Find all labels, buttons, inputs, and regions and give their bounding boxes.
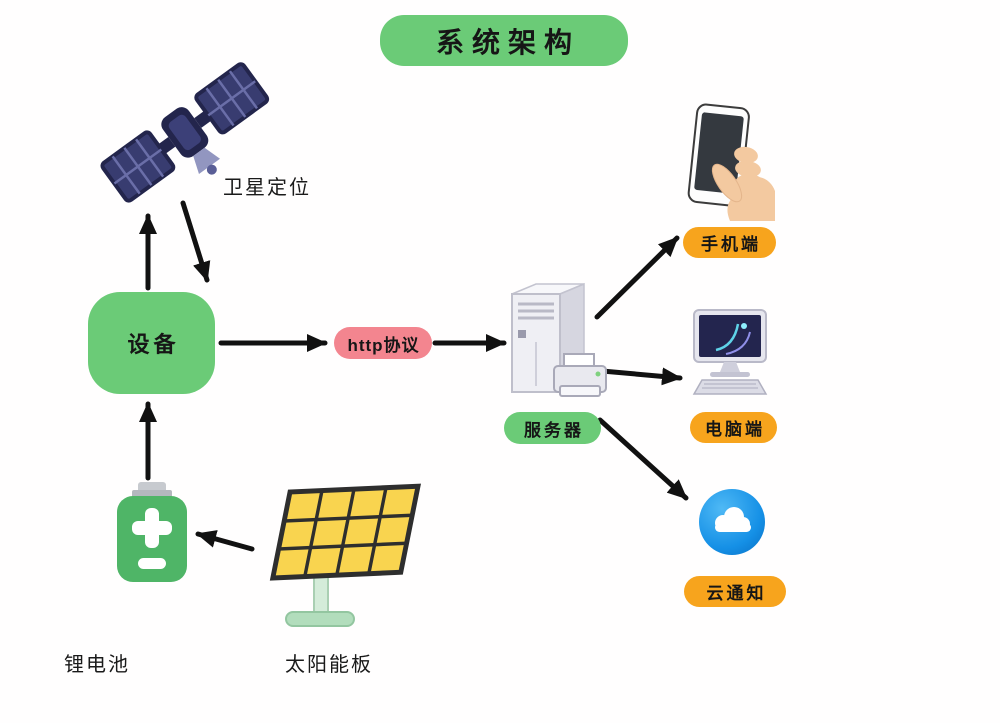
desktop-computer-icon — [692, 309, 768, 395]
minus-icon — [138, 558, 166, 569]
solar-cells — [269, 483, 422, 581]
cloud-label: 云通知 — [706, 584, 767, 603]
title-banner: 系统架构 — [380, 15, 628, 66]
phone-node: 手机端 — [683, 227, 776, 258]
phone-in-hand-icon — [687, 103, 775, 221]
server-node: 服务器 — [504, 412, 601, 444]
hand — [711, 146, 775, 221]
arrow-server-to-computer — [599, 367, 683, 386]
computer-node: 电脑端 — [690, 412, 777, 443]
phone-label: 手机端 — [701, 235, 761, 254]
cloud-glyph — [715, 507, 751, 532]
cloud-notification-icon — [699, 489, 765, 555]
http-protocol-node: http协议 — [334, 327, 432, 359]
device-label: 设备 — [127, 332, 180, 357]
server-label: 服务器 — [524, 420, 584, 440]
solar-panel-icon — [269, 483, 422, 627]
cloud-node: 云通知 — [684, 576, 786, 607]
arrow-server-to-cloud — [597, 417, 689, 501]
arrow-satellite-to-device — [180, 200, 211, 283]
solar-panel-label: 太阳能板 — [285, 654, 373, 676]
battery-label: 锂电池 — [64, 654, 130, 676]
http-protocol-label: http协议 — [347, 335, 420, 355]
solar-base — [285, 611, 355, 627]
arrow-solar-to-battery — [195, 530, 255, 552]
monitor-screen — [699, 315, 761, 357]
printer-icon — [553, 353, 607, 397]
computer-label: 电脑端 — [705, 420, 765, 439]
arrow-server-to-phone — [594, 235, 680, 320]
device-node: 设备 — [88, 292, 215, 394]
satellite-icon — [100, 62, 270, 203]
satellite-label: 卫星定位 — [223, 177, 311, 199]
server-tower-icon — [511, 282, 607, 397]
keyboard — [692, 379, 768, 395]
page-title: 系统架构 — [435, 26, 580, 58]
battery-icon — [117, 482, 187, 582]
